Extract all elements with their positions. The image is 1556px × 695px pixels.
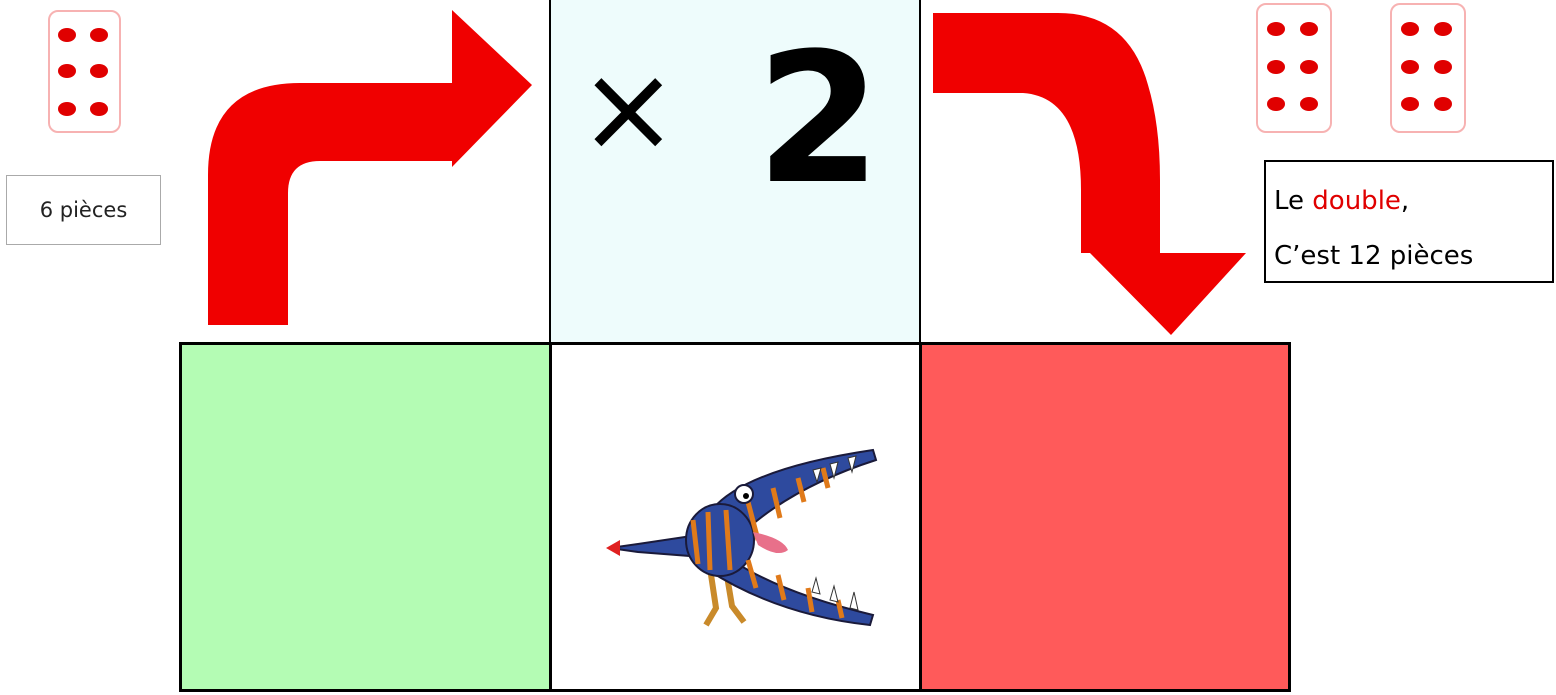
input-die-icon (48, 10, 121, 133)
monster-creature-icon (598, 440, 893, 640)
arrow-right-down-icon (928, 5, 1258, 340)
answer-line-1: Le double, (1274, 174, 1552, 229)
input-count-label: 6 pièces (6, 175, 161, 245)
output-die-icon-2 (1390, 3, 1466, 133)
answer-box: Le double, C’est 12 pièces (1264, 160, 1554, 283)
factor-number: 2 (756, 30, 881, 210)
output-die-icon-1 (1256, 3, 1332, 133)
multiply-symbol: × (578, 50, 679, 170)
input-box (179, 342, 552, 692)
double-word: double (1312, 186, 1401, 216)
answer-line-2: C’est 12 pièces (1274, 229, 1552, 284)
arrow-up-right-icon (200, 5, 540, 330)
output-box (919, 342, 1291, 692)
